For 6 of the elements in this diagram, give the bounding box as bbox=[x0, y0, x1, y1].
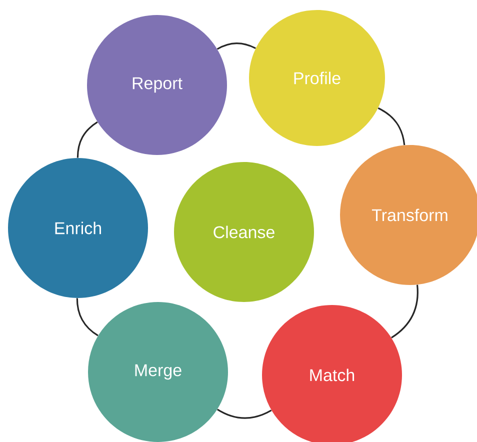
ring-arc bbox=[391, 284, 418, 338]
ring-arc bbox=[76, 121, 98, 158]
ring-arc bbox=[76, 298, 98, 336]
ring-arc bbox=[216, 42, 256, 50]
ring-arc bbox=[216, 408, 272, 419]
ring-arc bbox=[378, 107, 406, 146]
